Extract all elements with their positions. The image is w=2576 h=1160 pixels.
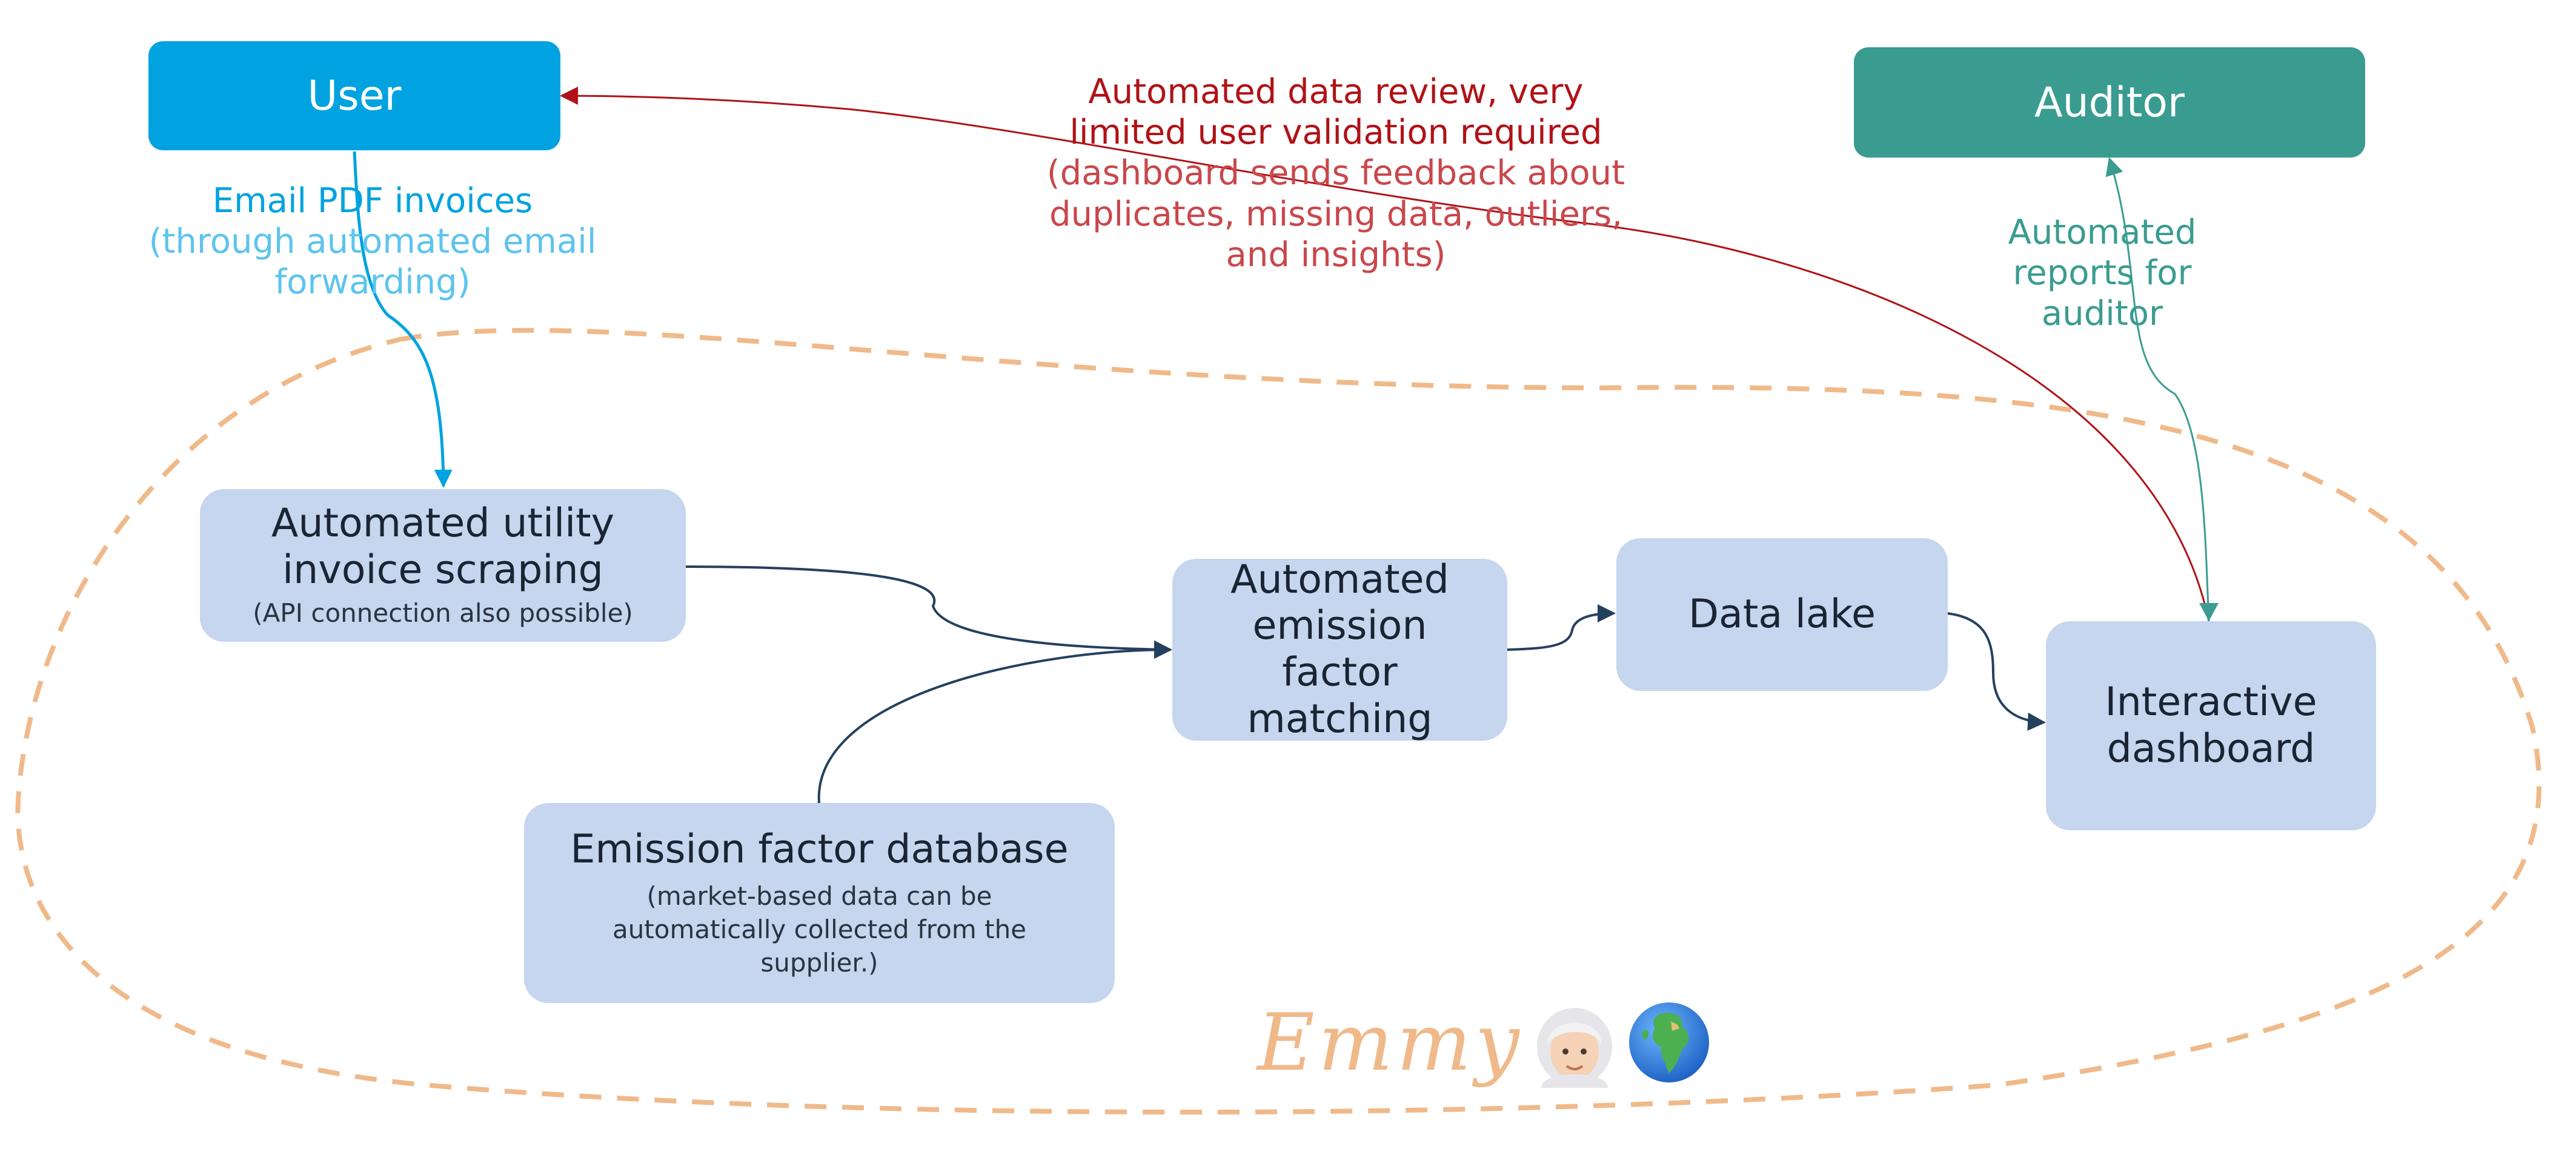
auditor-label: Auditor xyxy=(2034,78,2185,127)
auditor-node: Auditor xyxy=(1854,47,2365,158)
dashboard-node: Interactive dashboard xyxy=(2046,621,2376,830)
dashboard-arrowhead xyxy=(2199,603,2219,621)
globe-europe-africa-icon xyxy=(1628,1002,1709,1082)
data-lake-node: Data lake xyxy=(1616,538,1948,691)
data-lake-title: Data lake xyxy=(1688,591,1876,637)
user-label: User xyxy=(307,72,402,120)
scraping-title: Automated utility invoice scraping xyxy=(271,501,615,593)
emmy-brand: Emmy xyxy=(1257,982,1715,1103)
arrow-email-invoices xyxy=(353,151,453,488)
arrow-matching-to-datalake xyxy=(1507,604,1616,651)
dashboard-title: Interactive dashboard xyxy=(2105,679,2317,772)
user-node: User xyxy=(148,41,560,150)
feedback-label-light: (dashboard sends feedback about duplicat… xyxy=(1046,153,1625,275)
email-label-strong: Email PDF invoices xyxy=(212,181,533,221)
woman-white-hair-icon xyxy=(1536,1008,1612,1088)
arrow-dashboard-to-auditor-reports xyxy=(2105,157,2210,622)
arrow-datalake-to-dashboard xyxy=(1947,612,2046,731)
ef-matching-title: Automated emission factor matching xyxy=(1230,556,1449,742)
scraping-note: (API connection also possible) xyxy=(253,598,633,628)
arrow-scraping-to-matching xyxy=(684,565,1172,659)
ef-database-node: Emission factor database (market-based d… xyxy=(524,803,1115,1003)
arrow-dashboard-feedback-to-user xyxy=(560,87,2210,622)
auditor-reports-label: Automated reports for auditor xyxy=(1957,212,2248,335)
feedback-edge-label: Automated data review, very limited user… xyxy=(1030,72,1642,275)
auditor-reports-text: Automated reports for auditor xyxy=(2008,213,2197,334)
ef-database-note: (market-based data can be automatically … xyxy=(612,881,1027,978)
emmy-boundary xyxy=(15,328,2541,1115)
ef-database-title: Emission factor database xyxy=(570,826,1069,872)
ef-matching-node: Automated emission factor matching xyxy=(1172,556,1507,742)
email-edge-label: Email PDF invoices (through automated em… xyxy=(139,181,606,303)
arrow-database-to-matching xyxy=(817,641,1172,804)
emmy-wordmark: Emmy xyxy=(1257,996,1523,1088)
email-label-light: (through automated email forwarding) xyxy=(148,222,597,302)
scraping-node: Automated utility invoice scraping (API … xyxy=(200,489,686,642)
feedback-label-strong: Automated data review, very limited user… xyxy=(1069,72,1602,153)
